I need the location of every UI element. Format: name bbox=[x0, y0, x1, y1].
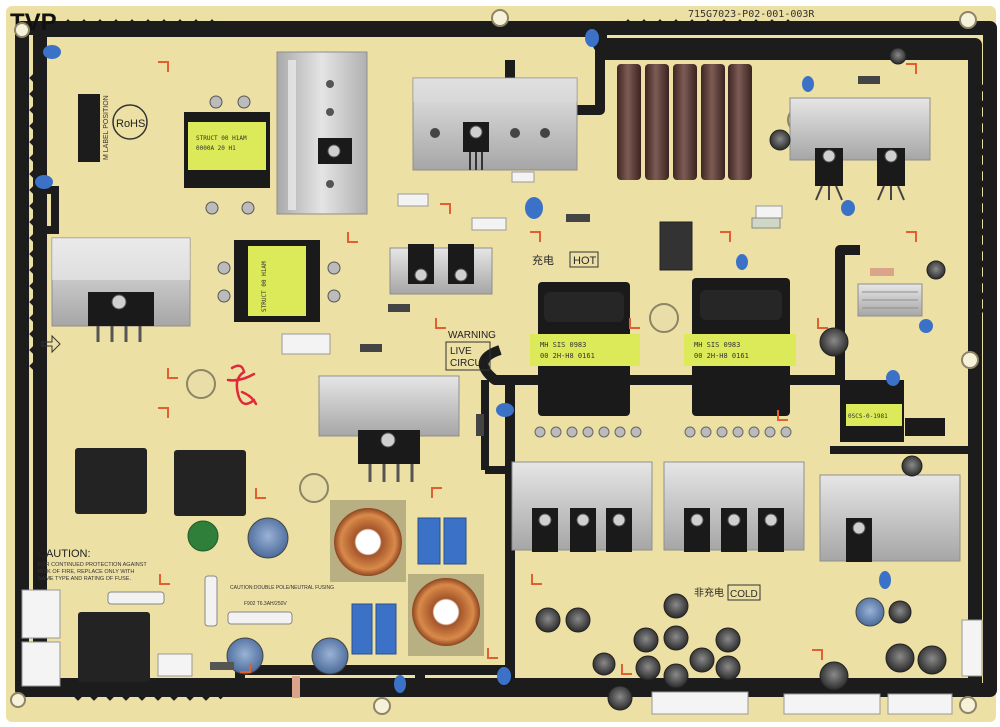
transformer-large-1: MH SIS 0983 00 2H-H8 0161 bbox=[530, 282, 642, 438]
svg-text:00 2H-H8 0161: 00 2H-H8 0161 bbox=[694, 352, 749, 360]
circuit-label: CIRCUIT bbox=[450, 358, 491, 369]
x-capacitors bbox=[351, 517, 467, 655]
cold-chinese-label: 非充电 bbox=[694, 586, 724, 599]
svg-text:MH SIS 0983: MH SIS 0983 bbox=[540, 341, 586, 349]
handwritten-mark bbox=[226, 364, 258, 406]
heatsink-left bbox=[51, 237, 191, 342]
cold-label-group: 非充电 COLD bbox=[694, 584, 761, 601]
ceramic-caps bbox=[35, 29, 933, 693]
varistor-green bbox=[187, 520, 219, 552]
fuses bbox=[107, 575, 293, 627]
heatsink-bottom-1 bbox=[511, 461, 653, 552]
warning-label: WARNING bbox=[448, 330, 496, 341]
caution-fuse-note: CAUTION:DOUBLE POLE/NEUTRAL FUSING bbox=[230, 585, 334, 591]
connectors bbox=[21, 221, 983, 715]
fuse-rating: F902 T6.3AH/250V bbox=[244, 601, 287, 607]
heatsink-small-right bbox=[857, 283, 923, 317]
relay-left bbox=[75, 448, 246, 682]
transformer-small-right: 0SCS-0-1981 bbox=[840, 380, 945, 442]
svg-text:STRUCT 00 H1AM: STRUCT 00 H1AM bbox=[196, 135, 247, 142]
arrow-marker-icon bbox=[158, 61, 917, 675]
transformer-large-2: MH SIS 0983 00 2H-H8 0161 bbox=[684, 278, 796, 438]
misc-smd-parts bbox=[281, 171, 783, 355]
toroid-choke-2 bbox=[408, 574, 484, 656]
electrolytic-caps bbox=[535, 47, 947, 711]
caution-line-1: FOR CONTINUED PROTECTION AGAINST bbox=[38, 562, 147, 568]
caution-line-2: RISK OF FIRE, REPLACE ONLY WITH bbox=[38, 569, 134, 575]
hot-label: HOT bbox=[573, 255, 597, 267]
svg-text:MH SIS 0983: MH SIS 0983 bbox=[694, 341, 740, 349]
transformer-top-left: STRUCT 00 H1AM 0000A 20 H1 bbox=[184, 95, 270, 215]
heatsink-bottom-3 bbox=[819, 474, 961, 562]
board-part-number: 715G7023-P02-001-003R bbox=[688, 9, 815, 20]
cold-label: COLD bbox=[730, 589, 758, 600]
heatsink-top-center bbox=[412, 77, 578, 171]
blue-electrolytic-caps bbox=[226, 517, 885, 675]
label-position-block bbox=[78, 94, 100, 162]
heatsink-top-left-vertical bbox=[276, 51, 368, 215]
rohs-label: RoHS bbox=[116, 118, 145, 130]
svg-text:0SCS-0-1981: 0SCS-0-1981 bbox=[848, 413, 888, 420]
caution-line-3: SAME TYPE AND RATING OF FUSE. bbox=[38, 576, 131, 582]
svg-text:00 2H-H8 0161: 00 2H-H8 0161 bbox=[540, 352, 595, 360]
heatsink-mosfet-pair bbox=[389, 244, 493, 295]
discrete-components bbox=[210, 76, 894, 698]
live-label: LIVE bbox=[450, 346, 472, 357]
safety-ground-icon bbox=[41, 334, 61, 354]
label-position-text: M LABEL POSITION bbox=[103, 95, 110, 160]
hot-label-group: 充电 HOT bbox=[532, 251, 599, 268]
hot-chinese-label: 充电 bbox=[532, 253, 554, 267]
heatsink-center bbox=[318, 375, 460, 482]
mask-ridges bbox=[29, 19, 986, 701]
svg-text:0000A 20 H1: 0000A 20 H1 bbox=[196, 145, 236, 152]
svg-text:STRUCT 00 H1AM: STRUCT 00 H1AM bbox=[261, 261, 268, 312]
transformer-left-middle: STRUCT 00 H1AM bbox=[217, 240, 341, 322]
toroid-choke-1 bbox=[330, 500, 406, 582]
bulk-capacitors bbox=[617, 64, 752, 180]
caution-title: CAUTION: bbox=[38, 548, 91, 560]
heatsink-bottom-2 bbox=[663, 461, 805, 552]
heatsink-top-right bbox=[789, 97, 931, 201]
